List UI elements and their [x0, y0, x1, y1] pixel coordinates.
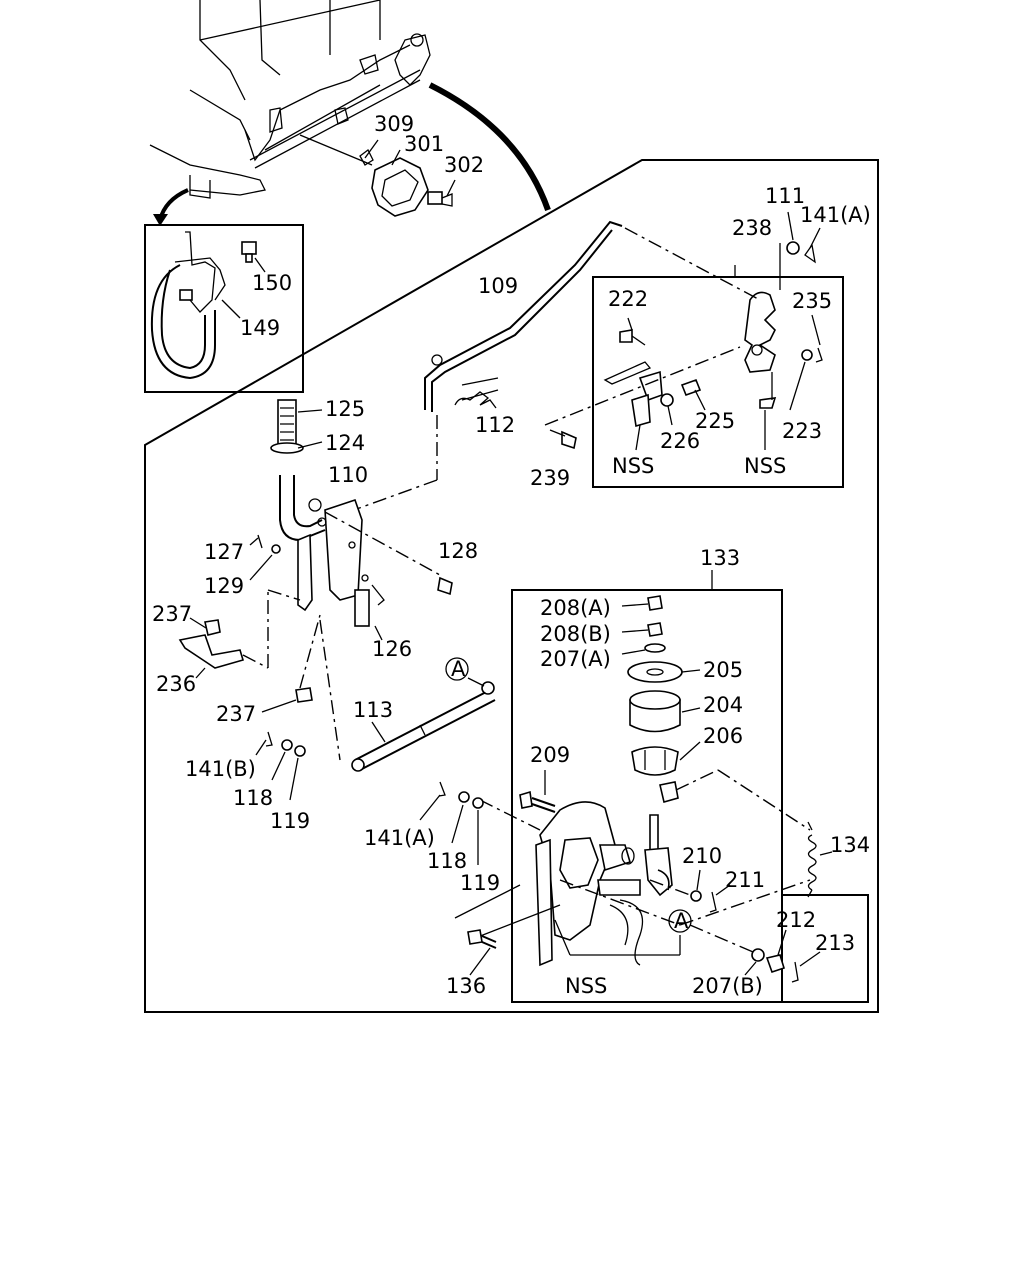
inset-box-ext: [781, 894, 869, 1003]
label-211: 211: [725, 868, 765, 892]
label-109: 109: [478, 274, 518, 298]
label-204: 204: [703, 693, 743, 717]
label-301: 301: [404, 132, 444, 156]
cab-sketch: [149, 0, 551, 226]
label-209: 209: [530, 743, 570, 767]
label-118-mid: 118: [427, 849, 467, 873]
label-124: 124: [325, 431, 365, 455]
label-238: 238: [732, 216, 772, 240]
stack-205-204-206: [621, 595, 811, 831]
label-127: 127: [204, 540, 244, 564]
rod-113: [351, 657, 496, 772]
label-237-left: 237: [152, 602, 192, 626]
main-frame: [144, 159, 879, 1013]
label-nss-top-right: NSS: [744, 454, 786, 478]
inset-box-handle: [144, 224, 304, 393]
bracket-nss-left: [603, 317, 706, 451]
label-225: 225: [695, 409, 735, 433]
label-206: 206: [703, 724, 743, 748]
label-150: 150: [252, 271, 292, 295]
label-119-left: 119: [270, 809, 310, 833]
ref-a-bottom: A: [674, 909, 689, 933]
label-207b: 207(B): [692, 974, 763, 998]
label-208a: 208(A): [540, 596, 611, 620]
label-309: 309: [374, 112, 414, 136]
label-nss-top-left: NSS: [612, 454, 654, 478]
label-141a-top: 141(A): [800, 203, 871, 227]
pin-127-washer-129: [249, 534, 281, 581]
label-212: 212: [776, 908, 816, 932]
label-239: 239: [530, 466, 570, 490]
bolt-136: [467, 929, 497, 976]
shift-lever-124: [270, 399, 453, 641]
label-136: 136: [446, 974, 486, 998]
inset-box-lever: [592, 276, 844, 488]
label-236: 236: [156, 672, 196, 696]
bracket-236: [178, 589, 321, 713]
label-125: 125: [325, 397, 365, 421]
label-118-left: 118: [233, 786, 273, 810]
label-222: 222: [608, 287, 648, 311]
label-110: 110: [328, 463, 368, 487]
label-237-mid: 237: [216, 702, 256, 726]
label-208b: 208(B): [540, 622, 611, 646]
bracket-301-group: [299, 134, 456, 217]
label-111: 111: [765, 184, 805, 208]
inset-box-assembly-133: [511, 589, 783, 1003]
label-226: 226: [660, 429, 700, 453]
label-112: 112: [475, 413, 515, 437]
lever-assembly-238: [734, 211, 823, 450]
lever-assembly-main: [454, 770, 811, 967]
nut-212-pin-213: [668, 909, 821, 983]
pin-washer-group-mid: [419, 781, 484, 865]
label-119-mid: 119: [460, 871, 500, 895]
label-210: 210: [682, 844, 722, 868]
label-nss-bottom: NSS: [565, 974, 607, 998]
label-223: 223: [782, 419, 822, 443]
ref-a-top: A: [451, 657, 466, 681]
label-113: 113: [353, 698, 393, 722]
label-134: 134: [830, 833, 870, 857]
label-205: 205: [703, 658, 743, 682]
label-141a-mid: 141(A): [364, 826, 435, 850]
label-141b: 141(B): [185, 757, 256, 781]
label-302: 302: [444, 153, 484, 177]
spring-134-group: [690, 821, 833, 913]
label-149: 149: [240, 316, 280, 340]
label-207a: 207(A): [540, 647, 611, 671]
pin-washer-group-left: [255, 619, 341, 801]
label-133: 133: [700, 546, 740, 570]
label-128: 128: [438, 539, 478, 563]
label-235: 235: [792, 289, 832, 313]
label-129: 129: [204, 574, 244, 598]
label-213: 213: [815, 931, 855, 955]
label-126: 126: [372, 637, 412, 661]
grab-handle-149: [150, 231, 266, 380]
